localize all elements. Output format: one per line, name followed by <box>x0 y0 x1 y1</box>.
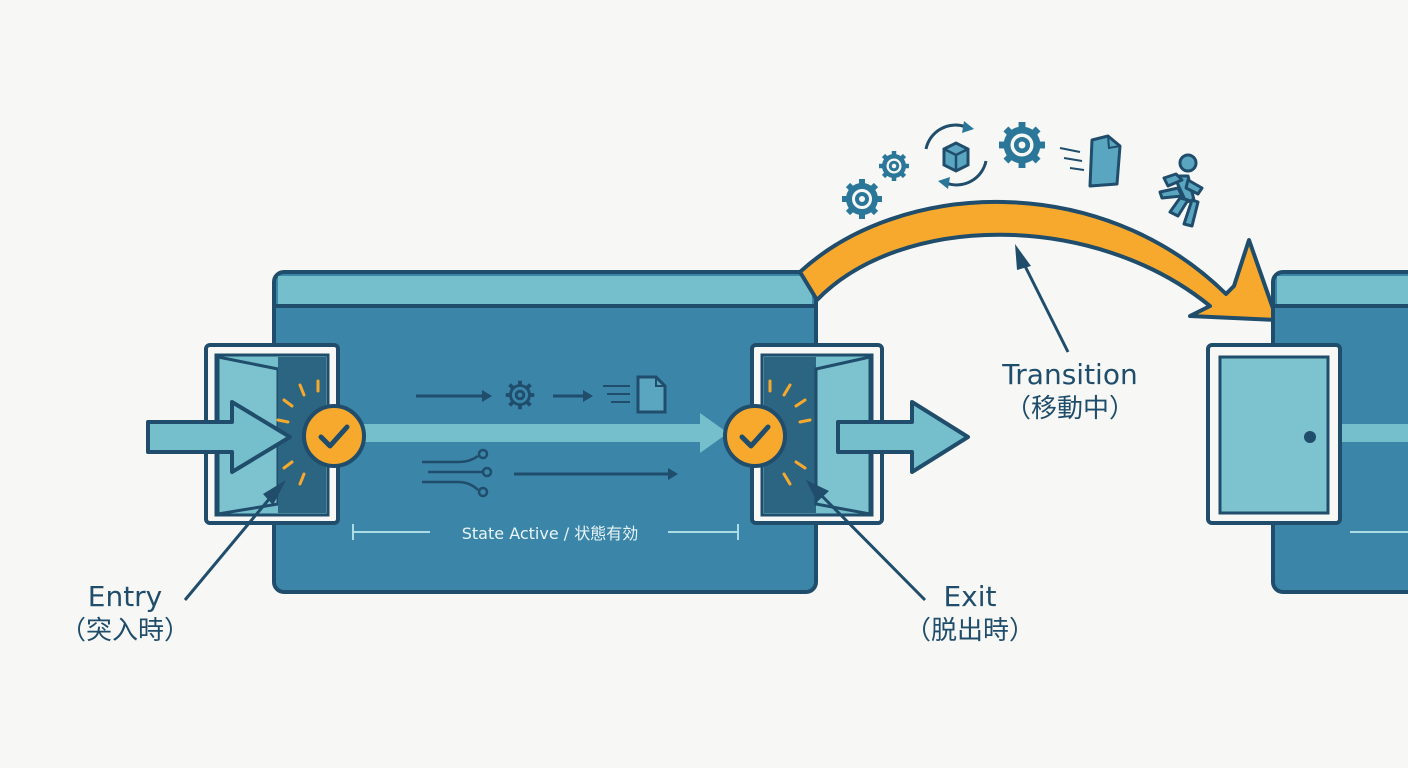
transition-pointer <box>1015 244 1070 353</box>
state-active-bracket <box>352 524 739 540</box>
gear-icon <box>879 151 909 181</box>
transition-title: Transition <box>1002 358 1138 391</box>
running-person-icon <box>1158 153 1204 228</box>
entry-label: Entry （突入時） <box>55 580 195 648</box>
exit-title: Exit <box>943 580 997 613</box>
state-flow-arrow <box>340 413 728 453</box>
check-icon <box>725 406 785 466</box>
network-icon <box>422 448 493 498</box>
door-knob <box>1304 431 1316 443</box>
exit-label: Exit （脱出時） <box>895 580 1045 648</box>
entry-check-badge <box>276 379 364 486</box>
state-active-label: State Active / 状態有効 <box>461 524 639 543</box>
activity-row-top <box>416 375 667 414</box>
exit-pointer <box>806 480 927 602</box>
transition-arrow <box>798 199 1279 322</box>
check-icon <box>304 406 364 466</box>
next-state-door <box>1206 343 1342 525</box>
document-icon <box>603 375 667 414</box>
exit-arrow <box>836 400 970 474</box>
entry-arrow <box>146 400 292 474</box>
document-icon <box>1059 134 1122 188</box>
cycle-package-icon <box>924 121 988 189</box>
exit-check-badge <box>725 379 812 486</box>
activity-row-bottom <box>422 448 678 498</box>
entry-pointer <box>183 480 286 601</box>
gear-icon <box>842 179 882 219</box>
transition-subtitle: （移動中） <box>1004 394 1135 424</box>
exit-subtitle: （脱出時） <box>904 616 1035 646</box>
gear-icon <box>999 122 1045 168</box>
entry-title: Entry <box>87 580 163 613</box>
entry-subtitle: （突入時） <box>59 616 190 646</box>
transition-label: Transition （移動中） <box>980 358 1160 426</box>
